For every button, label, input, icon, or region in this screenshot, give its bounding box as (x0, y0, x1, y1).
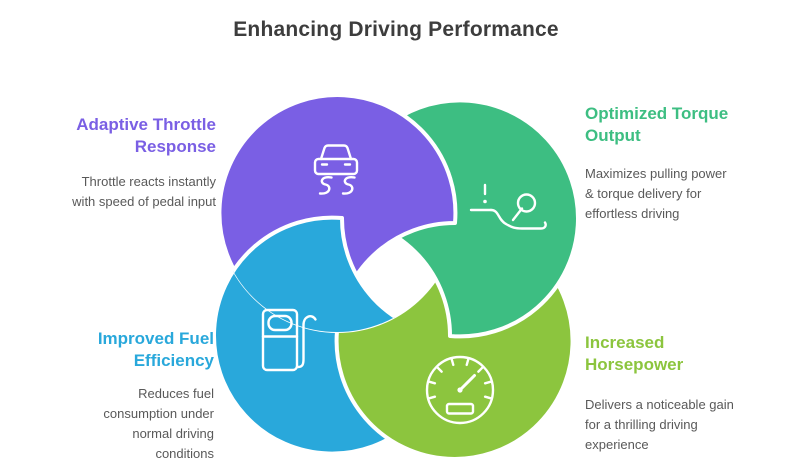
segment-description: Reduces fuel consumption under normal dr… (103, 386, 214, 461)
segment-heading: Adaptive Throttle Response (76, 115, 216, 156)
segment-adaptive-throttle-response: Adaptive Throttle Response Throttle reac… (16, 114, 216, 212)
fuel-pump-icon (261, 308, 317, 372)
segment-heading: Increased Horsepower (585, 333, 684, 374)
speedometer-icon (425, 355, 495, 425)
segment-increased-horsepower: Increased Horsepower Delivers a noticeab… (585, 332, 775, 455)
segment-heading: Improved Fuel Efficiency (97, 329, 214, 370)
page-title: Enhancing Driving Performance (233, 18, 559, 41)
segment-description: Maximizes pulling power & torque deliver… (585, 166, 727, 221)
segment-heading: Optimized Torque Output (585, 104, 729, 145)
segment-description: Delivers a noticeable gain for a thrilli… (585, 397, 734, 452)
car-skid-icon (313, 144, 359, 195)
segment-improved-fuel-efficiency: Improved Fuel Efficiency Reduces fuel co… (14, 328, 214, 464)
segment-description: Throttle reacts instantly with speed of … (72, 174, 216, 209)
segment-optimized-torque-output: Optimized Torque Output Maximizes pullin… (585, 103, 775, 224)
gear-shifter-icon (469, 183, 547, 230)
